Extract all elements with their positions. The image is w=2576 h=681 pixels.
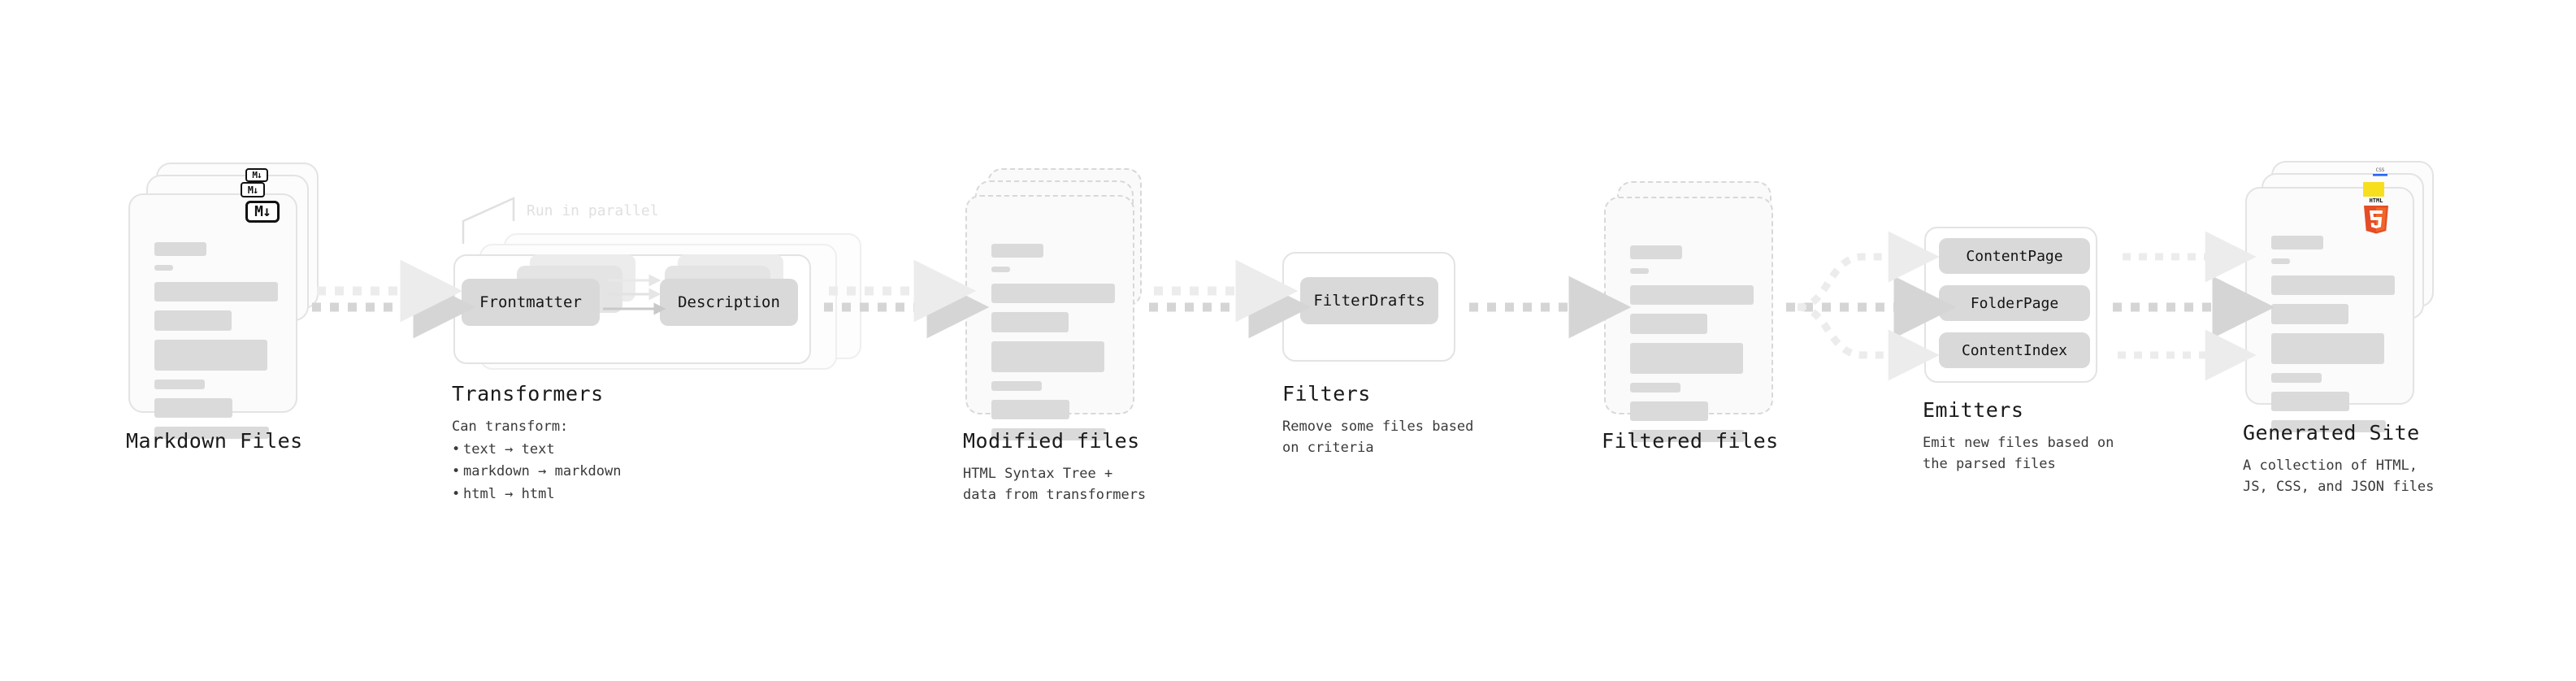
js-icon <box>2363 182 2384 197</box>
generated-site-subtitle: A collection of HTML, JS, CSS, and JSON … <box>2243 458 2435 496</box>
skeleton-bar <box>991 428 1106 440</box>
skeleton-bar <box>2271 420 2386 432</box>
svg-text:CSS: CSS <box>2376 167 2385 173</box>
filtered-file-skeleton <box>1630 245 1754 451</box>
transformers-capabilities: Can transform: text → text markdown → ma… <box>452 416 621 505</box>
filtered-files-title: Filtered files <box>1602 429 1779 453</box>
generated-file-skeleton <box>2271 236 2395 441</box>
transformers-bullet: html → html <box>452 484 621 506</box>
emitters-title: Emitters <box>1923 398 2024 422</box>
transformers-bullet-list: text → text markdown → markdown html → h… <box>452 439 621 506</box>
markdown-icon-arrow: ↓ <box>257 170 262 180</box>
modified-file-card <box>965 195 1134 440</box>
generated-site-title: Generated Site <box>2243 421 2420 445</box>
skeleton-bar <box>2271 236 2323 249</box>
markdown-icon-letter: M <box>254 202 263 220</box>
skeleton-bar <box>991 284 1115 303</box>
skeleton-bar <box>2271 275 2395 295</box>
skeleton-bar <box>154 398 232 418</box>
arrow-filtered-to-emitters-bottom <box>1797 303 1940 381</box>
run-in-parallel-label: Run in parallel <box>527 202 659 219</box>
skeleton-bar <box>991 341 1104 372</box>
transformers-title: Transformers <box>452 382 604 406</box>
skeleton-bar <box>154 282 278 301</box>
skeleton-bar <box>1630 314 1707 334</box>
skeleton-bar <box>991 400 1069 419</box>
run-in-parallel-bracket <box>462 197 515 244</box>
modified-file-skeleton <box>991 244 1115 449</box>
skeleton-bar <box>154 310 232 331</box>
markdown-icon: M↓ <box>245 201 280 223</box>
skeleton-bar <box>991 244 1043 258</box>
filters-title: Filters <box>1282 382 1371 406</box>
markdown-icon-arrow: ↓ <box>262 202 271 220</box>
markdown-icon-arrow: ↓ <box>253 184 258 196</box>
transformer-pill-description[interactable]: Description <box>660 279 798 326</box>
transformers-bullet: markdown → markdown <box>452 461 621 484</box>
skeleton-bar <box>1630 343 1743 374</box>
emitter-pill-contentpage[interactable]: ContentPage <box>1939 238 2090 274</box>
arrow-filtered-to-emitters-top <box>1797 231 1940 311</box>
markdown-icon-letter: M <box>247 184 254 196</box>
skeleton-bar <box>1630 245 1682 259</box>
filters-subtitle: Remove some files based on criteria <box>1282 419 1474 457</box>
markdown-file-skeleton <box>154 242 278 448</box>
skeleton-bar <box>1630 285 1754 305</box>
skeleton-bar <box>154 265 173 271</box>
skeleton-bar <box>1630 430 1745 442</box>
skeleton-bar <box>2271 392 2349 411</box>
svg-text:HTML: HTML <box>2370 197 2383 204</box>
markdown-icon-mid: M↓ <box>241 182 265 197</box>
markdown-icon-letter: M <box>252 170 258 180</box>
markdown-icon-back: M↓ <box>245 168 268 182</box>
skeleton-bar <box>991 381 1042 391</box>
filter-pill-filterdrafts[interactable]: FilterDrafts <box>1300 277 1438 324</box>
transformers-lead: Can transform: <box>452 419 569 435</box>
transformers-bullet: text → text <box>452 439 621 462</box>
emitter-pill-contentindex[interactable]: ContentIndex <box>1939 332 2090 368</box>
skeleton-bar <box>2271 304 2348 324</box>
skeleton-bar <box>2271 333 2384 364</box>
markdown-files-title: Markdown Files <box>126 429 303 453</box>
skeleton-bar <box>2271 258 2290 264</box>
modified-files-subtitle: HTML Syntax Tree + data from transformer… <box>963 466 1147 504</box>
skeleton-bar <box>1630 401 1708 421</box>
filtered-file-card <box>1604 197 1773 442</box>
skeleton-bar <box>1630 383 1680 393</box>
skeleton-bar <box>2271 373 2322 383</box>
skeleton-bar <box>154 242 206 256</box>
markdown-file-card <box>128 193 297 439</box>
skeleton-bar <box>991 312 1069 332</box>
skeleton-bar <box>1630 268 1649 274</box>
emitters-subtitle: Emit new files based on the parsed files <box>1923 435 2114 473</box>
skeleton-bar <box>154 340 267 371</box>
skeleton-bar <box>154 380 205 389</box>
skeleton-bar <box>991 267 1010 272</box>
modified-files-title: Modified files <box>963 429 1140 453</box>
css-icon: CSS <box>2371 165 2389 176</box>
html5-icon: HTML <box>2359 195 2393 234</box>
skeleton-bar <box>154 427 269 439</box>
transformer-pill-frontmatter[interactable]: Frontmatter <box>462 279 600 326</box>
emitter-pill-folderpage[interactable]: FolderPage <box>1939 285 2090 321</box>
